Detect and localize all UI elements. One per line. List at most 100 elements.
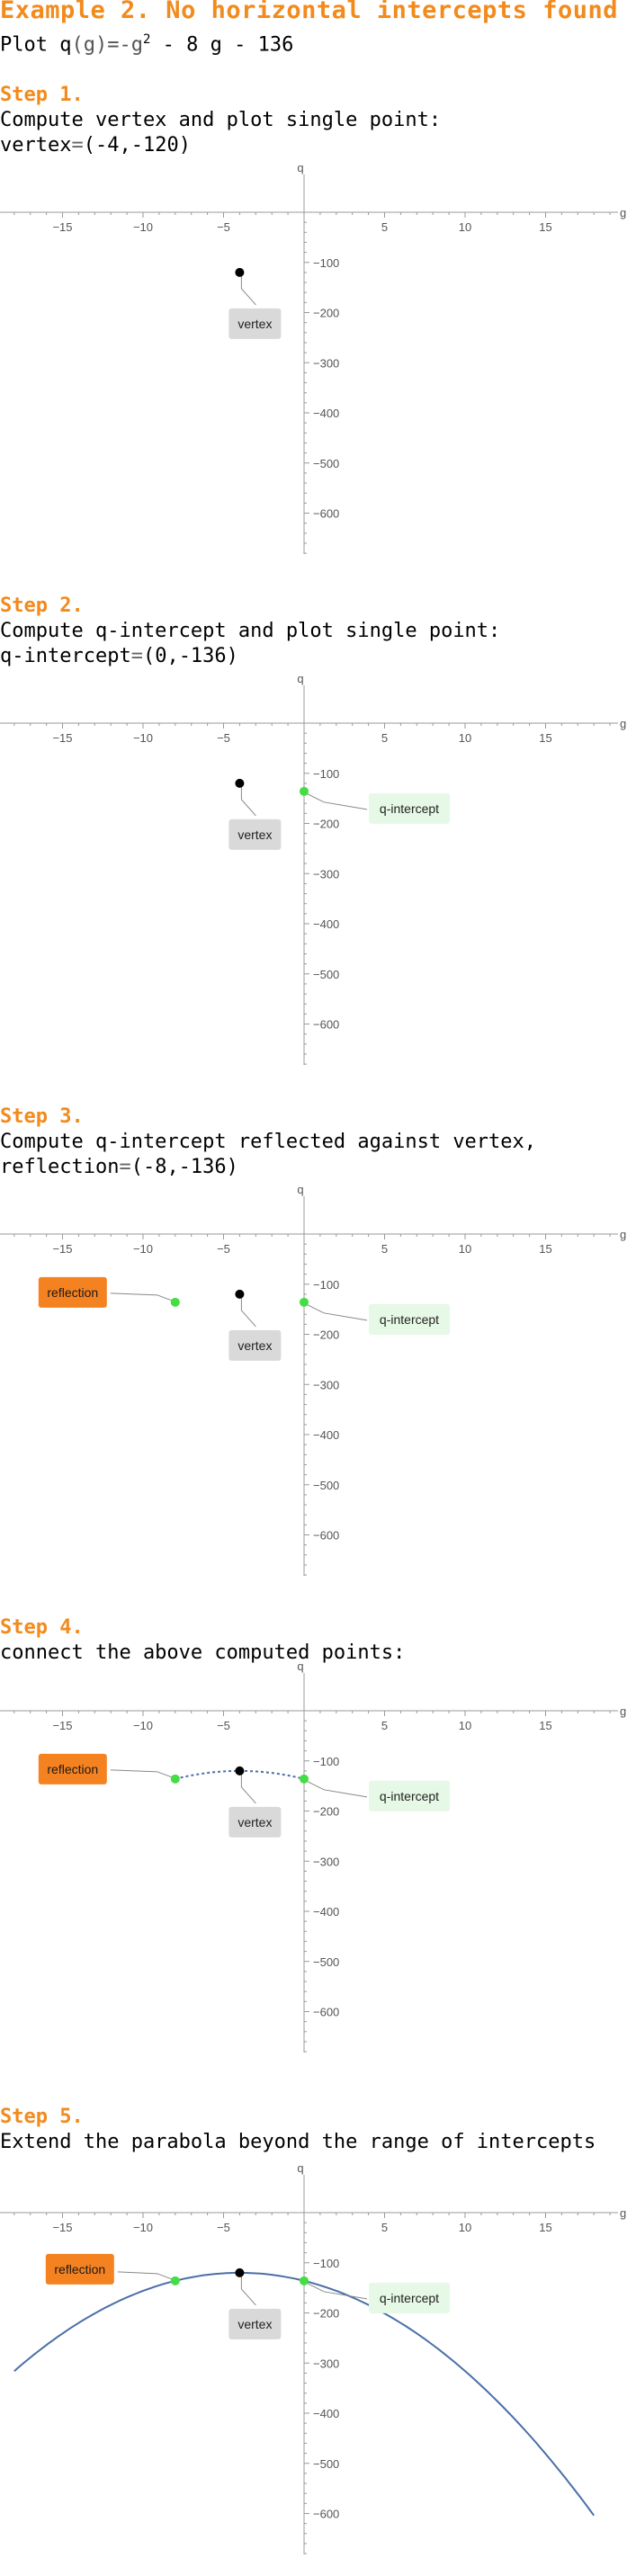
computed-name: q-intercept [0,645,131,667]
x-tick-label: 10 [459,2221,471,2234]
y-axis-label: q [297,1184,303,1196]
point-reflection: reflection [38,1276,180,1308]
callout-box [228,1329,282,1361]
callout-box [228,1806,282,1838]
step-heading: Step 4. [0,1616,84,1639]
step-description: Compute q-intercept reflected against ve… [0,1131,537,1153]
y-tick-label: −500 [313,1479,339,1492]
point-marker [170,2276,180,2285]
point-vertex: vertex [228,1766,282,1838]
callout-box [38,1276,107,1308]
x-tick-label: −5 [217,1242,230,1256]
point-vertex: vertex [228,267,282,339]
y-tick-label: −200 [313,818,339,831]
step-description: Extend the parabola beyond the range of … [0,2131,596,2153]
point-marker [300,1297,309,1307]
point-vertex: vertex [228,778,282,850]
point-marker [170,1297,180,1307]
point-q-intercept: q-intercept [300,1297,450,1335]
x-tick-label: 10 [459,731,471,745]
plot-rest: - 8 g - 136 [150,33,294,57]
x-tick-label: 15 [539,1242,551,1256]
point-marker [300,2276,309,2285]
y-tick-label: −300 [313,2357,339,2370]
x-tick-label: −10 [133,220,153,234]
y-tick-label: −300 [313,1855,339,1868]
callout-leader [240,2276,256,2306]
y-tick-label: −500 [313,968,339,981]
x-tick-label: 15 [539,220,551,234]
x-tick-label: −5 [217,731,230,745]
computed-value: (-8,-136) [130,1156,238,1178]
callout-box [369,792,450,824]
point-marker [235,267,245,277]
x-tick-label: 5 [381,731,388,745]
x-axis-label: g [620,1704,626,1718]
computed-name: vertex [0,134,72,157]
x-tick-label: −15 [52,731,72,745]
step-3: Step 3. Compute q-intercept reflected aga… [0,1105,627,1180]
x-tick-label: −10 [133,731,153,745]
x-tick-label: −15 [52,1242,72,1256]
point-marker [235,1289,245,1299]
x-tick-label: 5 [381,1242,388,1256]
y-tick-label: −600 [313,2508,339,2521]
y-tick-label: −600 [313,1018,339,1032]
callout-box [228,818,282,850]
plot-function-statement: Plot q(g)=-g2 - 8 g - 136 [0,32,293,56]
callout-leader [307,2283,368,2300]
plot-exponent: 2 [142,32,151,47]
callout-leader [240,275,256,306]
x-tick-label: −15 [52,1719,72,1732]
x-tick-label: −5 [217,2221,230,2234]
y-tick-label: −200 [313,1805,339,1819]
x-tick-label: −5 [217,1719,230,1732]
x-tick-label: 5 [381,220,388,234]
y-tick-label: −600 [313,507,339,521]
callout-box [369,1303,450,1335]
point-reflection: reflection [38,1753,180,1784]
point-vertex: vertex [228,1289,282,1361]
step-heading: Step 1. [0,84,84,106]
x-tick-label: −15 [52,220,72,234]
computed-equals: = [119,1156,131,1178]
callout-leader [110,1769,172,1778]
y-tick-label: −500 [313,2457,339,2471]
callout-leader [110,1292,172,1301]
y-axis-label: q [297,162,303,174]
step-5: Step 5.Extend the parabola beyond the ra… [0,2105,627,2155]
callout-label: vertex [237,317,272,331]
step-computed-value: q-intercept=(0,-136) [0,644,627,669]
point-marker [235,778,245,788]
y-axis-label: q [297,673,303,685]
x-tick-label: 15 [539,1719,551,1732]
y-tick-label: −600 [313,2006,339,2019]
point-q-intercept: q-intercept [300,1774,450,1811]
x-tick-label: −15 [52,2221,72,2234]
callout-box [369,2282,450,2313]
callout-label: reflection [47,1762,98,1776]
callout-box [228,2308,282,2339]
x-tick-label: 15 [539,731,551,745]
plot-argument: (g) [71,33,108,57]
y-tick-label: −100 [313,256,339,270]
x-tick-label: 5 [381,2221,388,2234]
computed-value: (0,-136) [142,645,238,667]
y-tick-label: −400 [313,407,339,420]
y-tick-label: −600 [313,1529,339,1543]
callout-leader [240,1774,256,1804]
point-marker [170,1774,180,1784]
x-axis-label: g [620,1228,626,1241]
x-tick-label: 10 [459,1719,471,1732]
x-tick-label: 10 [459,220,471,234]
callout-leader [240,786,256,817]
callout-box [45,2253,114,2285]
plot-equation: =-g [107,33,143,57]
step-heading: Step 3. [0,1105,84,1128]
callout-label: vertex [237,1815,272,1829]
callout-leader [307,793,368,810]
callout-label: vertex [237,1338,272,1353]
